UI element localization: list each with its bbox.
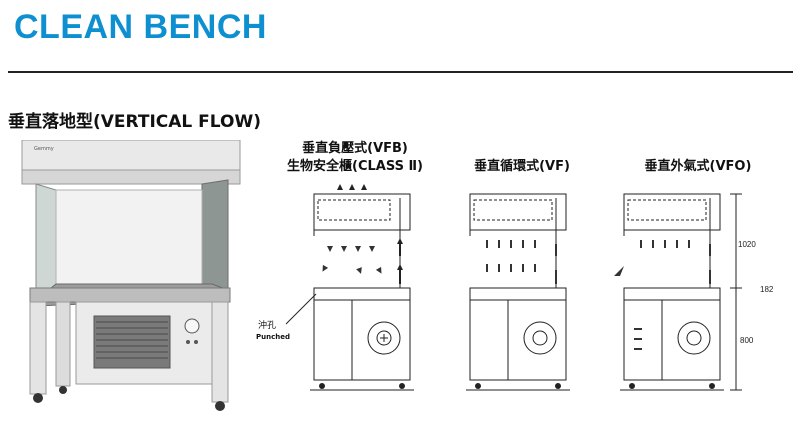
- brand-label: Gemmy: [34, 146, 54, 152]
- diagram-vfb: [310, 184, 414, 391]
- diagram-vfo-title: 垂直外氣式(VFO): [644, 159, 752, 174]
- dimension-lower: 800: [740, 336, 754, 345]
- diagram-vfb-title: 垂直負壓式(VFB) 生物安全櫃(CLASS Ⅱ): [280, 140, 430, 176]
- diagram-vf: [466, 193, 570, 391]
- diagram-vfb-title-line1: 垂直負壓式(VFB): [302, 141, 408, 156]
- section-heading: 垂直落地型(VERTICAL FLOW): [8, 112, 261, 132]
- dimension-upper: 1020: [738, 240, 756, 249]
- punched-label-en: Punched: [256, 333, 290, 341]
- diagram-vfo: [614, 193, 742, 391]
- clean-bench-photo: [21, 140, 241, 411]
- title-divider: [8, 71, 793, 73]
- dimension-total: 182: [760, 285, 774, 294]
- diagram-vfb-title-line2: 生物安全櫃(CLASS Ⅱ): [287, 159, 423, 174]
- punched-label-cn: 沖孔: [258, 321, 277, 331]
- page-title: CLEAN BENCH: [14, 8, 267, 46]
- diagram-vf-title: 垂直循環式(VF): [474, 159, 570, 174]
- punched-leader-line: [285, 293, 317, 325]
